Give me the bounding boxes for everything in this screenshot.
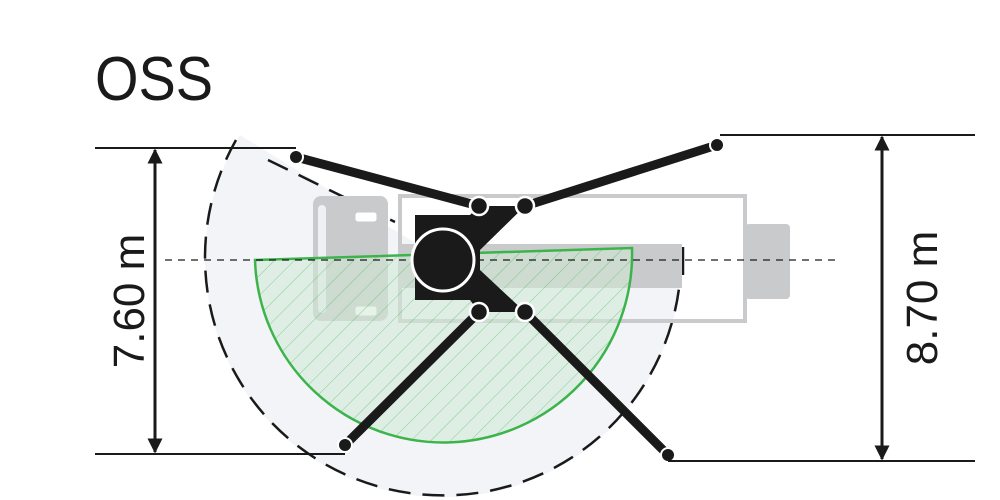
outrigger-front-right bbox=[340, 307, 484, 450]
outrigger-rear-right bbox=[520, 307, 673, 460]
right-dimension bbox=[668, 134, 975, 462]
turret bbox=[288, 137, 725, 463]
right-dimension-label: 8.70 m bbox=[898, 231, 947, 366]
left-dimension bbox=[95, 147, 345, 455]
outrigger-rear-left bbox=[520, 140, 722, 211]
working-range-outline bbox=[203, 139, 683, 497]
outrigger-front-left bbox=[291, 152, 484, 211]
diagram-title: OSS bbox=[95, 45, 213, 114]
outrigger-legs bbox=[291, 140, 722, 460]
left-dimension-label: 7.60 m bbox=[105, 234, 154, 369]
